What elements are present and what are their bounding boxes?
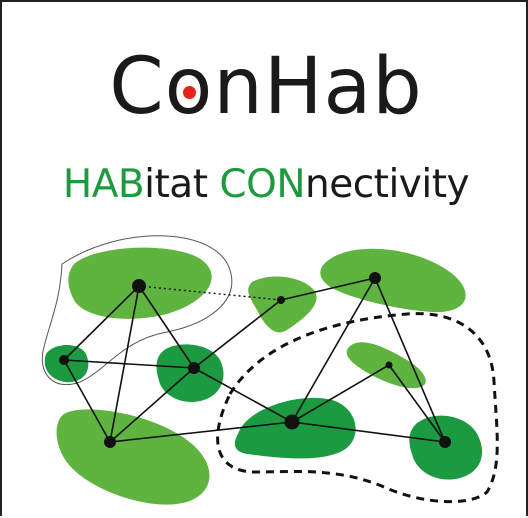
- link: [109, 367, 195, 443]
- title-part-1: C: [109, 42, 165, 132]
- link-dotted: [138, 285, 282, 301]
- title-part-2: nHab: [213, 42, 423, 132]
- habitat-patch-top-middle: [248, 276, 317, 333]
- cluster-outline-left: [41, 235, 233, 385]
- red-dot-icon: [182, 85, 196, 99]
- network-nodes: [59, 272, 451, 448]
- link: [193, 299, 282, 369]
- link: [291, 364, 390, 423]
- link: [291, 421, 446, 443]
- subtitle-nectivity: nectivity: [305, 162, 470, 207]
- subtitle-hab: HAB: [62, 162, 145, 207]
- link: [63, 359, 195, 369]
- node: [369, 272, 381, 284]
- connectivity-links: [63, 277, 446, 443]
- node: [439, 436, 451, 448]
- link: [109, 421, 293, 443]
- link: [63, 285, 140, 361]
- subtitle-itat: itat: [144, 162, 220, 207]
- node: [284, 414, 300, 430]
- link: [280, 277, 376, 301]
- node: [104, 436, 116, 448]
- link: [291, 277, 376, 423]
- title-o-with-dot: o: [165, 42, 214, 132]
- habitat-patch-top-right: [320, 248, 466, 313]
- link: [138, 285, 195, 369]
- subtitle-con: CON: [219, 162, 305, 207]
- logo-title: ConHab: [2, 42, 528, 132]
- link: [193, 367, 293, 423]
- link: [63, 359, 111, 443]
- habitat-patch-bottom-left: [56, 409, 210, 505]
- link: [374, 277, 446, 443]
- node: [188, 362, 200, 374]
- node: [132, 279, 146, 293]
- node: [385, 361, 393, 369]
- link: [388, 364, 446, 443]
- cluster-outline-right-dashed: [216, 312, 499, 504]
- node: [59, 355, 69, 365]
- node: [277, 296, 285, 304]
- logo-subtitle: HABitat CONnectivity: [2, 158, 528, 212]
- habitat-network-graphic: [41, 235, 499, 505]
